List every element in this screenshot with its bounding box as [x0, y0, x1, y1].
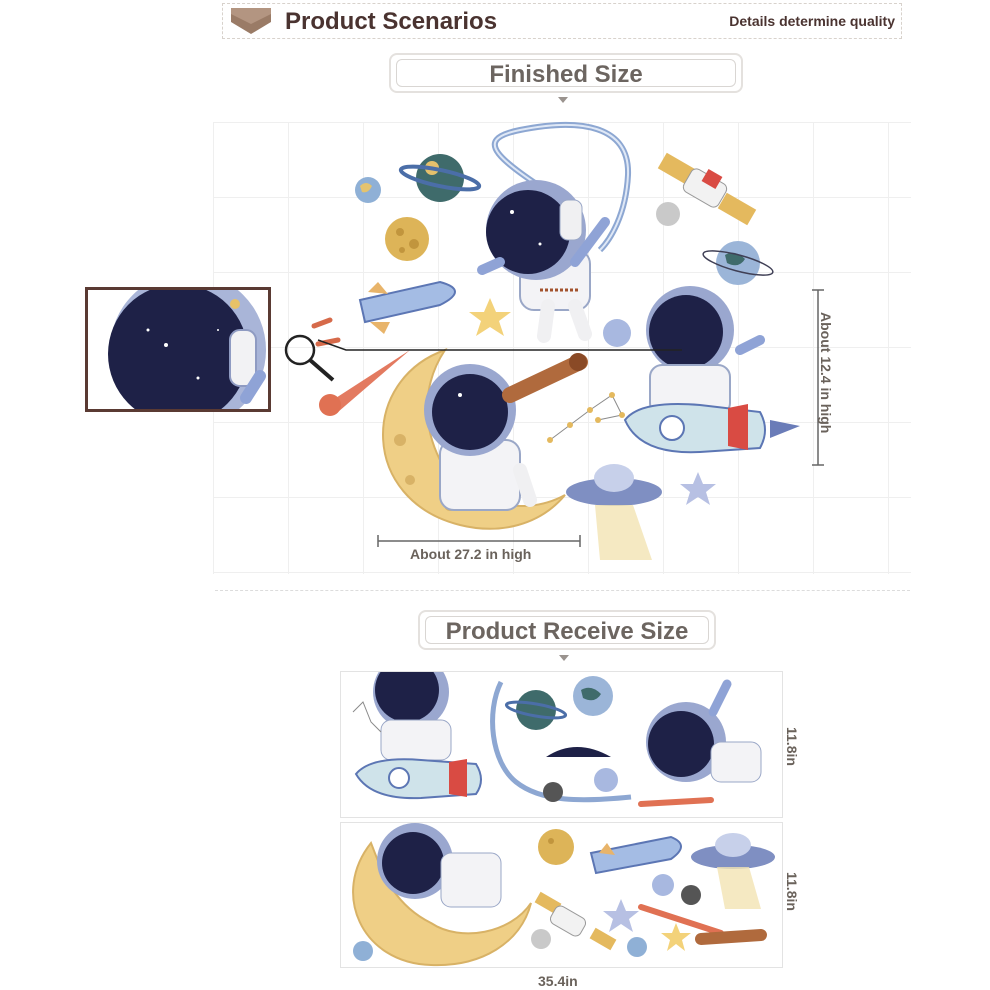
- badge-icon: [231, 8, 271, 34]
- receive-size-title: Product Receive Size: [445, 618, 689, 645]
- height-dimension-line: [812, 289, 824, 466]
- down-arrow-icon: [559, 655, 569, 661]
- height-label: About 12.4 in high: [818, 312, 834, 434]
- satellite: [656, 152, 757, 226]
- receive-width-label: 35.4in: [538, 973, 578, 989]
- helmet-closeup: [108, 290, 266, 409]
- spaceship: [311, 280, 456, 347]
- sticker-sheet-2: [340, 822, 783, 968]
- receive-size-title-box: Product Receive Size: [418, 610, 716, 650]
- width-dimension-line: [377, 535, 581, 547]
- section-divider: [215, 590, 910, 591]
- small-planet: [603, 319, 631, 347]
- crescent-moon: [382, 348, 566, 530]
- header-tagline: Details determine quality: [729, 13, 895, 29]
- astronaut-telescope: [424, 353, 588, 511]
- finished-illustration: [284, 122, 824, 560]
- finished-size-title-box: Finished Size: [389, 53, 743, 93]
- ufo: [566, 464, 662, 560]
- orbit-planet: [702, 241, 774, 285]
- finished-size-title: Finished Size: [489, 61, 643, 88]
- astronaut-floating: [477, 180, 610, 343]
- sticker-sheet-1: [340, 671, 783, 818]
- crater-planet: [385, 217, 429, 261]
- down-arrow-icon: [558, 97, 568, 103]
- sheet1-height-label: 11.8in: [784, 727, 800, 766]
- magnifier-icon: [284, 334, 335, 382]
- sheet2-height-label: 11.8in: [784, 872, 800, 911]
- ringed-planet: [398, 154, 482, 202]
- header-title: Product Scenarios: [285, 8, 498, 35]
- astronaut-rocket: [623, 286, 800, 454]
- comet: [325, 350, 410, 412]
- section-header: Product Scenarios Details determine qual…: [222, 3, 902, 39]
- zoom-detail-box: [85, 287, 271, 412]
- width-label: About 27.2 in high: [410, 546, 532, 562]
